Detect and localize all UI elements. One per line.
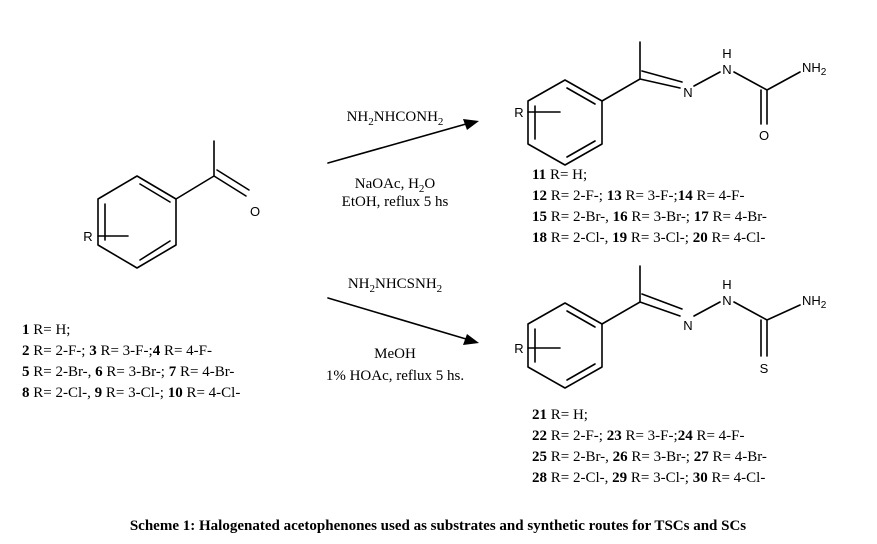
conditions-bottom-line-2: 1% HOAc, reflux 5 hs.: [326, 368, 464, 384]
carbonyl-oxygen-label-tsc: O: [759, 128, 769, 143]
compound-list-line: 1 R= H;: [22, 322, 70, 338]
imine-nitrogen-label-sc: N: [683, 318, 692, 333]
thione-sulfur-label-sc: S: [760, 361, 769, 376]
conditions-top-line-2: EtOH, reflux 5 hs: [342, 194, 449, 210]
aromatic-double-bonds-start: [104, 183, 171, 261]
imine-chain-bonds-sc: [601, 265, 801, 357]
compound-list-line: 8 R= 2-Cl-, 9 R= 3-Cl-; 10 R= 4-Cl-: [22, 385, 240, 401]
r-group-label-tsc: R: [514, 105, 523, 120]
reagent-top-above: NH2NHCONH2: [347, 109, 444, 128]
carbonyl-oxygen-label: O: [250, 204, 260, 219]
compound-list-line: 28 R= 2-Cl-, 29 R= 3-Cl-; 30 R= 4-Cl-: [532, 470, 765, 486]
compound-list-line: 15 R= 2-Br-, 16 R= 3-Br-; 17 R= 4-Br-: [532, 209, 767, 225]
aromatic-double-bonds-sc: [534, 310, 596, 381]
compound-list-line: 12 R= 2-F-; 13 R= 3-F-;14 R= 4-F-: [532, 188, 744, 204]
compound-list-line: 2 R= 2-F-; 3 R= 3-F-;4 R= 4-F-: [22, 343, 212, 359]
aromatic-double-bonds-tsc: [534, 87, 596, 158]
imine-nitrogen-label-tsc: N: [683, 85, 692, 100]
reagents-top: NH2NHCONH2 NaOAc, H2O EtOH, reflux 5 hs: [342, 109, 449, 210]
compound-list-line: 11 R= H;: [532, 167, 587, 183]
nh2-label-sc: NH2: [802, 293, 827, 311]
reaction-arrow-bottom: [327, 297, 479, 345]
reaction-arrow-top: [327, 119, 479, 164]
compound-list-line: 21 R= H;: [532, 407, 588, 423]
scheme-caption: Scheme 1: Halogenated acetophenones used…: [130, 518, 746, 534]
imine-chain-bonds-tsc: [601, 41, 801, 125]
reagent-bottom-above: NH2NHCSNH2: [348, 276, 442, 295]
r-group-label-sc: R: [514, 341, 523, 356]
thiosemicarbazone-product: R N N H NH2 S: [514, 265, 827, 389]
amine-hydrogen-label-tsc: H: [722, 46, 731, 61]
r-group-label: R: [83, 229, 92, 244]
nh2-label-tsc: NH2: [802, 60, 827, 78]
semicarbazone-product: R N N H NH2 O: [514, 41, 827, 166]
compound-list-line: 22 R= 2-F-; 23 R= 3-F-;24 R= 4-F-: [532, 428, 744, 444]
compound-list-line: 5 R= 2-Br-, 6 R= 3-Br-; 7 R= 4-Br-: [22, 364, 234, 380]
benzene-ring-sc: [527, 302, 603, 389]
semicarbazone-compound-list: 11 R= H; 12 R= 2-F-; 13 R= 3-F-;14 R= 4-F…: [532, 167, 767, 246]
thiosemicarbazone-compound-list: 21 R= H; 22 R= 2-F-; 23 R= 3-F-;24 R= 4-F…: [532, 407, 767, 486]
compound-list-line: 18 R= 2-Cl-, 19 R= 3-Cl-; 20 R= 4-Cl-: [532, 230, 765, 246]
conditions-top-line-1: NaOAc, H2O: [355, 176, 436, 195]
benzene-ring-tsc: [527, 79, 603, 166]
start-compound-list: 1 R= H; 2 R= 2-F-; 3 R= 3-F-;4 R= 4-F- 5 R…: [22, 322, 240, 401]
conditions-bottom-line-1: MeOH: [374, 346, 416, 362]
starting-acetophenone: R O: [83, 140, 260, 269]
reagents-bottom: NH2NHCSNH2 MeOH 1% HOAc, reflux 5 hs.: [326, 276, 464, 384]
acetyl-bonds: [175, 140, 250, 200]
amine-nitrogen-label-sc: N: [722, 293, 731, 308]
amine-nitrogen-label-tsc: N: [722, 62, 731, 77]
amine-hydrogen-label-sc: H: [722, 277, 731, 292]
compound-list-line: 25 R= 2-Br-, 26 R= 3-Br-; 27 R= 4-Br-: [532, 449, 767, 465]
benzene-ring-start: [97, 175, 177, 269]
